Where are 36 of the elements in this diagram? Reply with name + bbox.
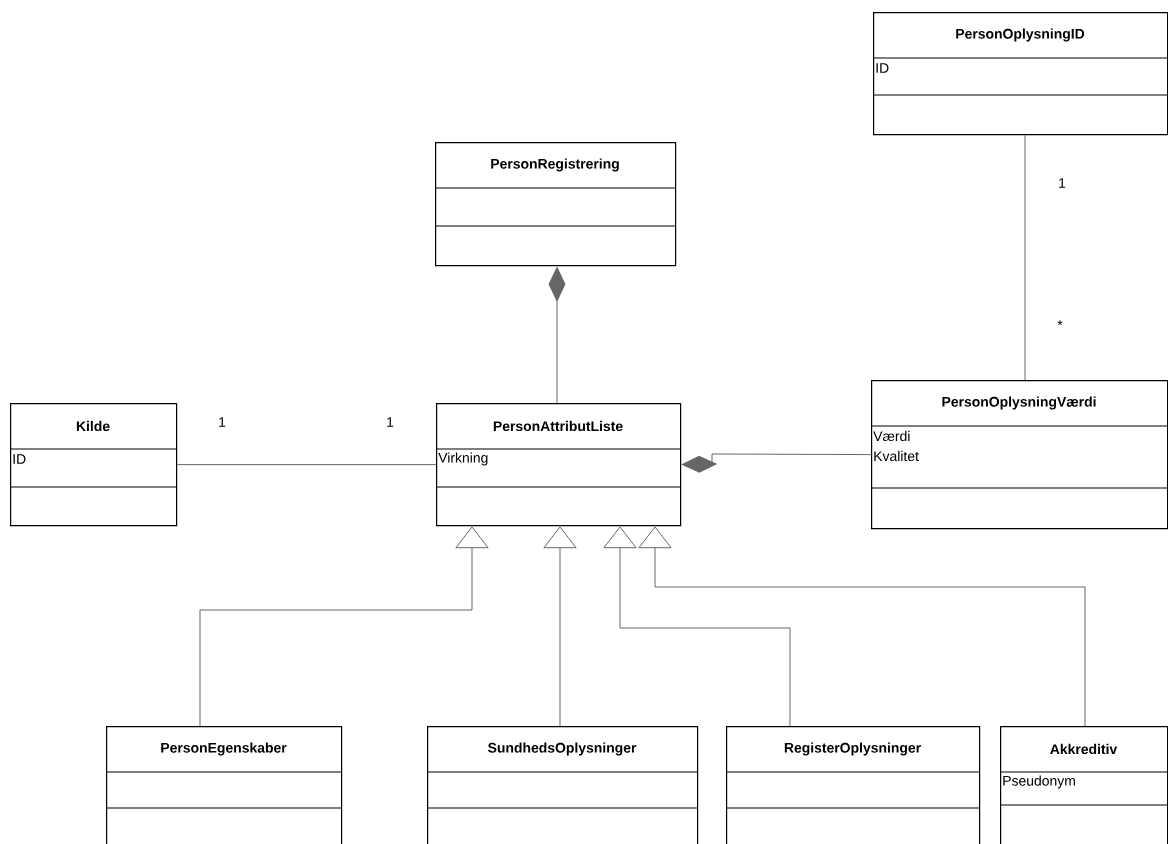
class-name: Kilde: [76, 420, 110, 432]
class-name: Akkreditiv: [1050, 743, 1118, 755]
connector: [548, 266, 566, 404]
attribute-text: Virkning: [438, 452, 488, 466]
connector: [543, 526, 577, 727]
multiplicity-label: 1: [219, 417, 226, 427]
attribute-text: Pseudonym: [1003, 775, 1075, 789]
class-name: RegisterOplysninger: [784, 742, 921, 756]
class-box: [436, 403, 682, 527]
class-box: [10, 403, 178, 527]
class-box: [1000, 726, 1168, 844]
attribute-text: ID: [13, 454, 26, 464]
class-name: PersonOplysningVærdi: [942, 396, 1096, 410]
class-box: [106, 726, 343, 844]
multiplicity-label: 1: [387, 417, 394, 427]
connector: [603, 526, 791, 727]
multiplicity-label: 1: [1059, 178, 1066, 188]
connector: [1024, 134, 1026, 381]
class-box: [726, 726, 981, 844]
class-name: SundhedsOplysninger: [488, 742, 637, 756]
class-name: PersonEgenskaber: [161, 742, 287, 756]
attribute-text: ID: [876, 63, 889, 73]
class-name: PersonAttributListe: [493, 420, 623, 432]
class-box: [873, 12, 1168, 136]
class-box: [427, 726, 699, 844]
class-name: PersonRegistrering: [491, 158, 619, 172]
class-box: [435, 142, 677, 267]
connector: [638, 526, 1086, 727]
multiplicity-label: *: [1057, 320, 1063, 326]
class-name: PersonOplysningID: [956, 28, 1085, 42]
attribute-text: Værdi: [873, 430, 910, 442]
class-box: [871, 380, 1168, 530]
attribute-text: Kvalitet: [874, 450, 919, 462]
connector: [681, 453, 872, 473]
connector: [199, 526, 489, 727]
connector: [176, 464, 437, 466]
